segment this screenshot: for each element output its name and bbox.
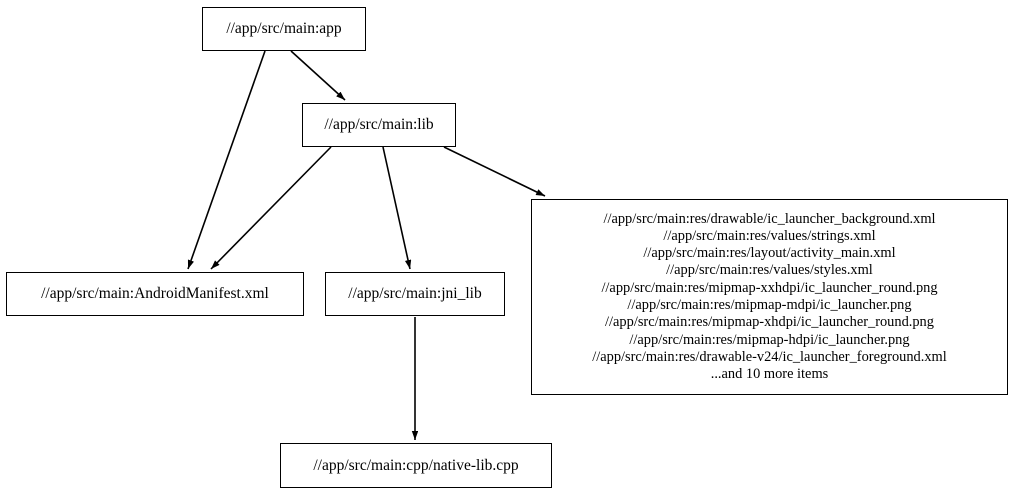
resource-item: //app/src/main:res/mipmap-xxhdpi/ic_laun… [601, 279, 938, 296]
resource-item: //app/src/main:res/values/styles.xml [666, 262, 873, 279]
resource-item: //app/src/main:res/mipmap-hdpi/ic_launch… [629, 331, 910, 348]
resource-item: //app/src/main:res/layout/activity_main.… [643, 245, 896, 262]
resource-item: //app/src/main:res/mipmap-mdpi/ic_launch… [627, 297, 912, 313]
edge-app-to-lib [290, 50, 346, 101]
edge-lib-to-resources [443, 146, 546, 197]
resource-item: //app/src/main:res/drawable/ic_launcher_… [603, 210, 936, 227]
node-native-lib-cpp[interactable]: //app/src/main:cpp/native-lib.cpp [280, 443, 552, 488]
node-jni-lib[interactable]: //app/src/main:jni_lib [325, 272, 505, 316]
node-android-manifest[interactable]: //app/src/main:AndroidManifest.xml [6, 272, 304, 316]
node-lib[interactable]: //app/src/main:lib [302, 103, 456, 147]
resource-item: //app/src/main:res/mipmap-xhdpi/ic_launc… [605, 314, 934, 331]
edge-app-to-manifest [187, 50, 266, 270]
resource-item: //app/src/main:res/values/strings.xml [663, 227, 876, 244]
node-resources-group[interactable]: //app/src/main:res/drawable/ic_launcher_… [531, 199, 1008, 395]
edge-lib-to-manifest [210, 146, 332, 270]
resource-item: //app/src/main:res/drawable-v24/ic_launc… [592, 348, 947, 365]
node-app[interactable]: //app/src/main:app [202, 7, 366, 51]
edge-lib-to-jni-lib [382, 146, 412, 270]
resource-more-items: ...and 10 more items [710, 366, 829, 383]
resources-label-lines: //app/src/main:res/drawable/ic_launcher_… [538, 211, 1001, 384]
